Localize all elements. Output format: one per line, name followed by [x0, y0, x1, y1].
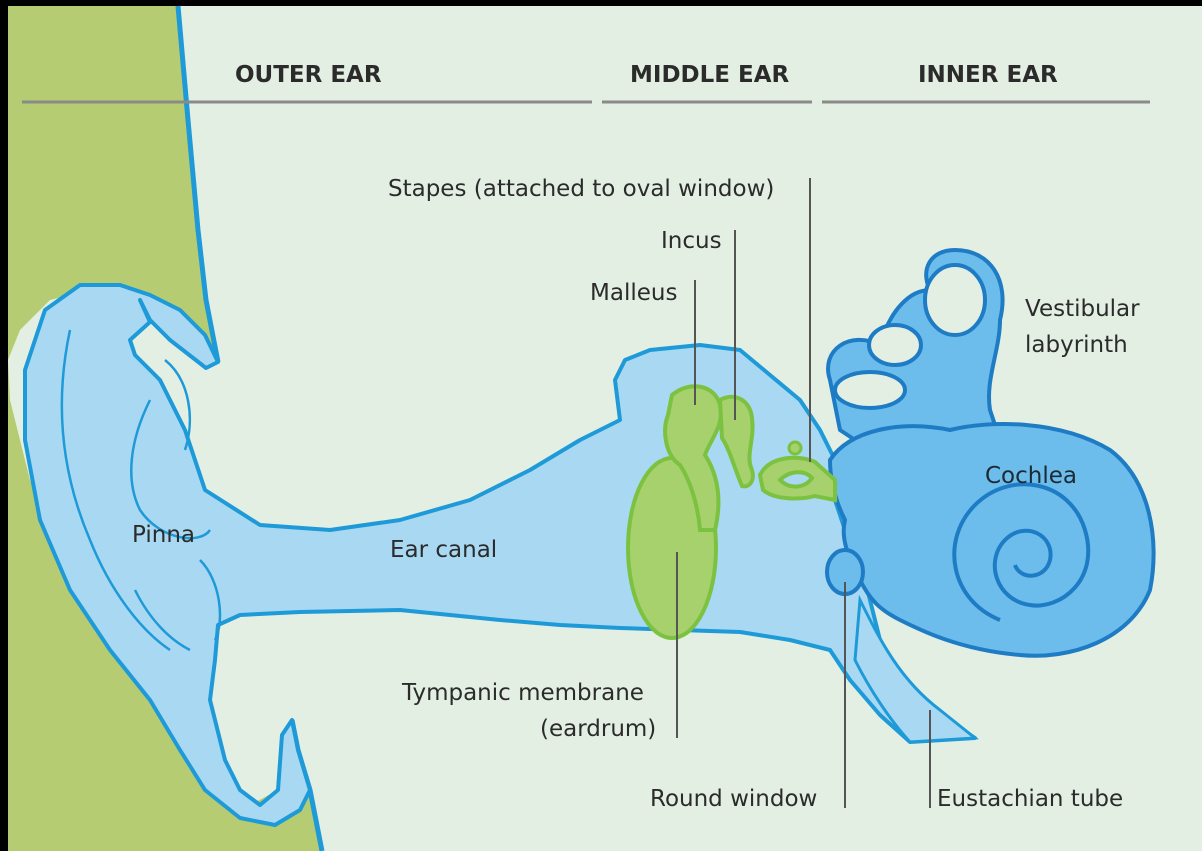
middle-ear-header: MIDDLE EAR: [630, 62, 790, 88]
malleus-label: Malleus: [590, 280, 677, 306]
incus-label: Incus: [661, 228, 722, 254]
ear-canal-label: Ear canal: [390, 537, 497, 563]
tympanic-label-line1: Tympanic membrane: [401, 680, 644, 706]
stapes-label: Stapes (attached to oval window): [388, 176, 774, 202]
inner-ear-header: INNER EAR: [918, 62, 1058, 88]
pinna-label: Pinna: [132, 522, 195, 548]
outer-ear-header: OUTER EAR: [235, 62, 382, 88]
eustachian-label: Eustachian tube: [937, 786, 1123, 812]
round-window-label: Round window: [650, 786, 817, 812]
cochlea-label: Cochlea: [985, 463, 1077, 489]
vestibular-label-line2: labyrinth: [1025, 332, 1128, 358]
tympanic-label-line2: (eardrum): [540, 716, 656, 742]
vestibular-label-line1: Vestibular: [1025, 296, 1140, 322]
